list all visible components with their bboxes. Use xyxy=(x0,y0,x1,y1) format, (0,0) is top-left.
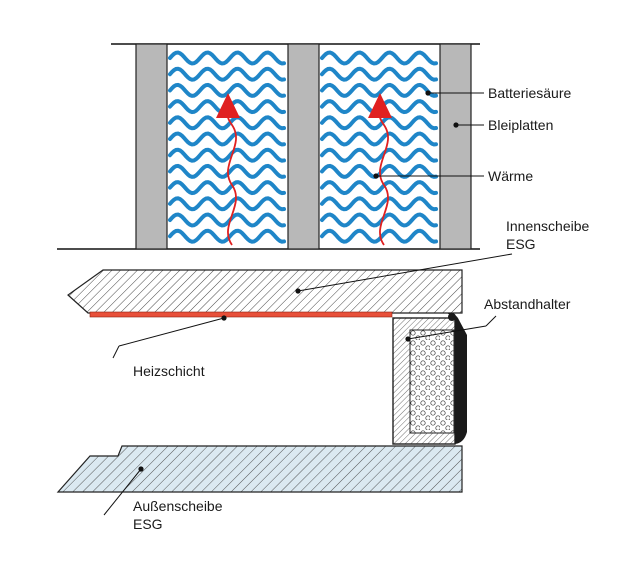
heating-leader-line-b xyxy=(112,345,120,359)
heat-arrowhead-right xyxy=(368,93,392,118)
label-heating-layer: Heizschicht xyxy=(133,363,205,379)
label-battery-acid: Batteriesäure xyxy=(488,85,571,101)
battery-section: Batteriesäure Bleiplatten Wärme xyxy=(57,43,571,250)
acid-left-wave-1 xyxy=(168,50,286,66)
label-lead-plates: Bleiplatten xyxy=(488,117,553,133)
acid-right-wave-2 xyxy=(320,66,438,82)
spacer-seal xyxy=(447,313,467,444)
acid-right-wave-9 xyxy=(320,180,438,196)
heat-arrowhead-left xyxy=(216,93,240,118)
label-inner-pane-1: Innenscheibe xyxy=(506,218,590,234)
spacer-seal-top xyxy=(448,313,456,321)
acid-right-wave-1 xyxy=(320,50,438,66)
acid-left-wave-7 xyxy=(168,147,286,163)
acid-right-wave-5 xyxy=(320,115,438,131)
acid-left-wave-10 xyxy=(168,196,286,212)
label-heat: Wärme xyxy=(488,168,533,184)
acid-chamber-right xyxy=(320,50,438,244)
inner-pane xyxy=(67,269,463,314)
spacer-desiccant xyxy=(409,329,455,434)
inner-leader-line xyxy=(297,253,513,292)
acid-right-wave-10 xyxy=(320,196,438,212)
acid-left-wave-3 xyxy=(168,82,286,98)
acid-left-wave-2 xyxy=(168,66,286,82)
lead-plate-3 xyxy=(439,43,472,250)
heating-layer xyxy=(89,311,393,318)
label-spacer: Abstandhalter xyxy=(484,296,571,312)
acid-left-wave-8 xyxy=(168,163,286,179)
acid-chamber-left xyxy=(168,50,286,244)
spacer-leader-line-b xyxy=(485,315,497,327)
acid-right-wave-12 xyxy=(320,228,438,244)
acid-left-wave-5 xyxy=(168,115,286,131)
label-outer-pane-2: ESG xyxy=(133,516,163,532)
acid-right-wave-3 xyxy=(320,82,438,98)
acid-right-wave-6 xyxy=(320,131,438,147)
lead-plate-1 xyxy=(135,43,168,250)
acid-right-wave-8 xyxy=(320,163,438,179)
glass-section: Innenscheibe ESG Abstandhalter Heizschic… xyxy=(56,218,590,532)
lead-plate-2 xyxy=(287,43,320,250)
acid-left-wave-11 xyxy=(168,212,286,228)
outer-pane xyxy=(56,445,463,493)
acid-left-wave-12 xyxy=(168,228,286,244)
acid-right-wave-7 xyxy=(320,147,438,163)
heating-leader-line-a xyxy=(118,317,225,347)
spacer-leader-line-a xyxy=(407,325,487,340)
acid-left-wave-9 xyxy=(168,180,286,196)
outer-leader-line xyxy=(103,468,142,516)
label-outer-pane-1: Außenscheibe xyxy=(133,498,223,514)
acid-left-wave-6 xyxy=(168,131,286,147)
acid-right-wave-11 xyxy=(320,212,438,228)
label-inner-pane-2: ESG xyxy=(506,236,536,252)
